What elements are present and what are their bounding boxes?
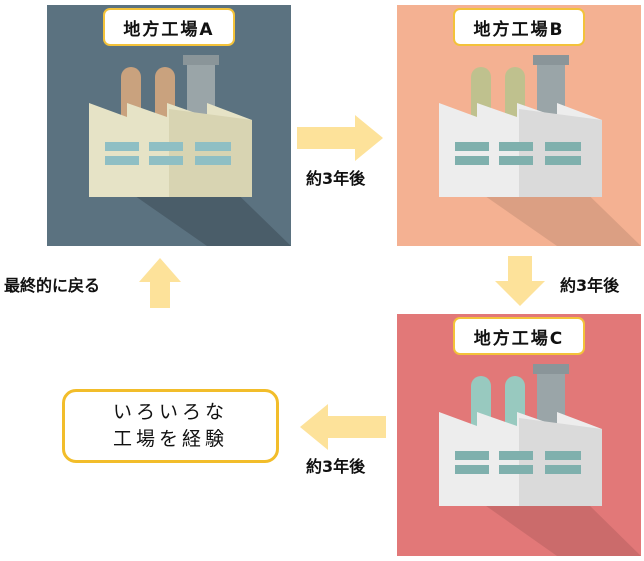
factory-icon <box>439 364 641 556</box>
caption-a-to-b: 約3年後 <box>306 169 366 188</box>
factory-b-label: 地方工場B <box>453 8 585 46</box>
factory-c-label: 地方工場C <box>453 317 585 355</box>
factory-c-panel: 地方工場C <box>397 314 641 556</box>
factory-icon <box>89 55 291 246</box>
arrow-right-icon <box>297 115 383 161</box>
note-line-1: いろいろな <box>112 401 228 423</box>
arrow-up-icon <box>139 258 181 308</box>
caption-return: 最終的に戻る <box>4 276 101 295</box>
caption-b-to-c: 約3年後 <box>560 276 620 295</box>
factory-b-panel: 地方工場B <box>397 5 641 246</box>
factory-a-panel: 地方工場A <box>47 5 291 246</box>
caption-c-to-note: 約3年後 <box>306 457 366 476</box>
experience-note-box: いろいろな 工場を経験 <box>62 389 279 463</box>
arrow-left-icon <box>300 404 386 450</box>
arrow-down-icon <box>495 256 545 306</box>
factory-a-label: 地方工場A <box>103 8 235 46</box>
note-line-2: 工場を経験 <box>112 428 228 450</box>
factory-icon <box>439 55 641 246</box>
